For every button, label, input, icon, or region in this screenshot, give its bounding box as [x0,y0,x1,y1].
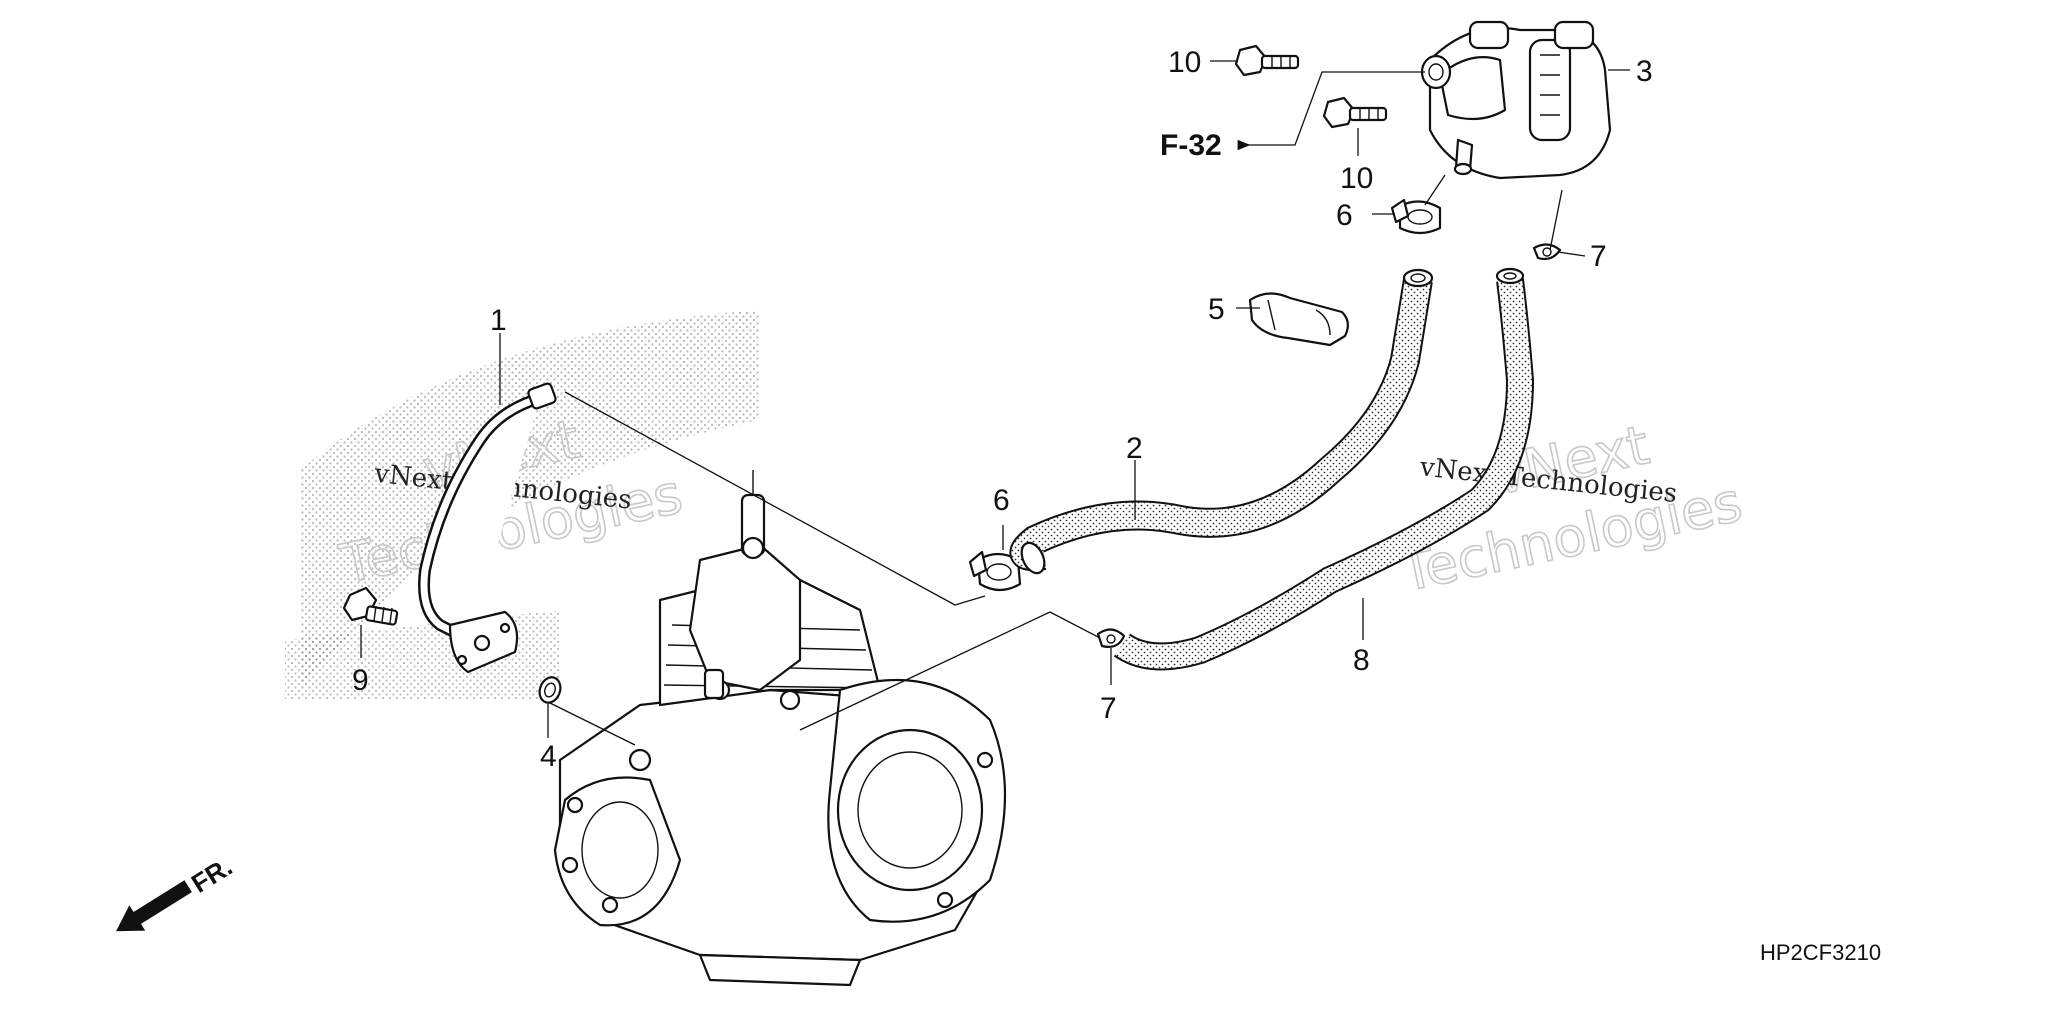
part-8-hose [1113,267,1535,671]
callout-7-lower: 7 [1100,692,1117,725]
callout-10-lower: 10 [1340,162,1373,195]
part-6-clamp-middle [968,550,1022,592]
part-10-bolt-lower [1322,96,1388,129]
part-2-hose [1009,268,1434,575]
callout-4: 4 [540,740,557,773]
callout-5: 5 [1208,293,1225,326]
part-1-air-pipe [418,382,557,674]
part-6-clamp-upper [1390,198,1442,235]
callout-10-upper: 10 [1168,46,1201,79]
callout-leaders [360,60,1630,738]
callout-1: 1 [490,304,507,337]
callout-labels: 1 2 3 4 5 6 6 7 7 8 9 10 10 [352,46,1653,773]
callout-2: 2 [1126,432,1143,465]
part-9-bolt [342,586,399,626]
engine-assembly [553,470,1007,987]
callout-7-upper: 7 [1590,240,1607,273]
callout-8: 8 [1353,644,1370,677]
direction-label: FR. [186,851,237,899]
front-direction-arrow: FR. [116,851,237,932]
callout-9: 9 [352,664,369,697]
watermark-outline-right: vNext Technologies [1393,412,1748,604]
callout-6-upper: 6 [1336,199,1353,232]
callout-6-middle: 6 [993,484,1010,517]
part-5-bracket [1248,292,1349,347]
part-7-clip-upper [1532,243,1562,261]
part-7-clip-lower [1096,628,1126,648]
part-4-o-ring [538,676,562,704]
part-10-bolt-upper [1234,44,1300,77]
diagram-code: HP2CF3210 [1760,940,1881,965]
connection-lines [549,174,1563,746]
callout-3: 3 [1636,55,1653,88]
reference-label: F-32 [1160,129,1222,162]
part-3-valve-assembly [1420,20,1612,180]
